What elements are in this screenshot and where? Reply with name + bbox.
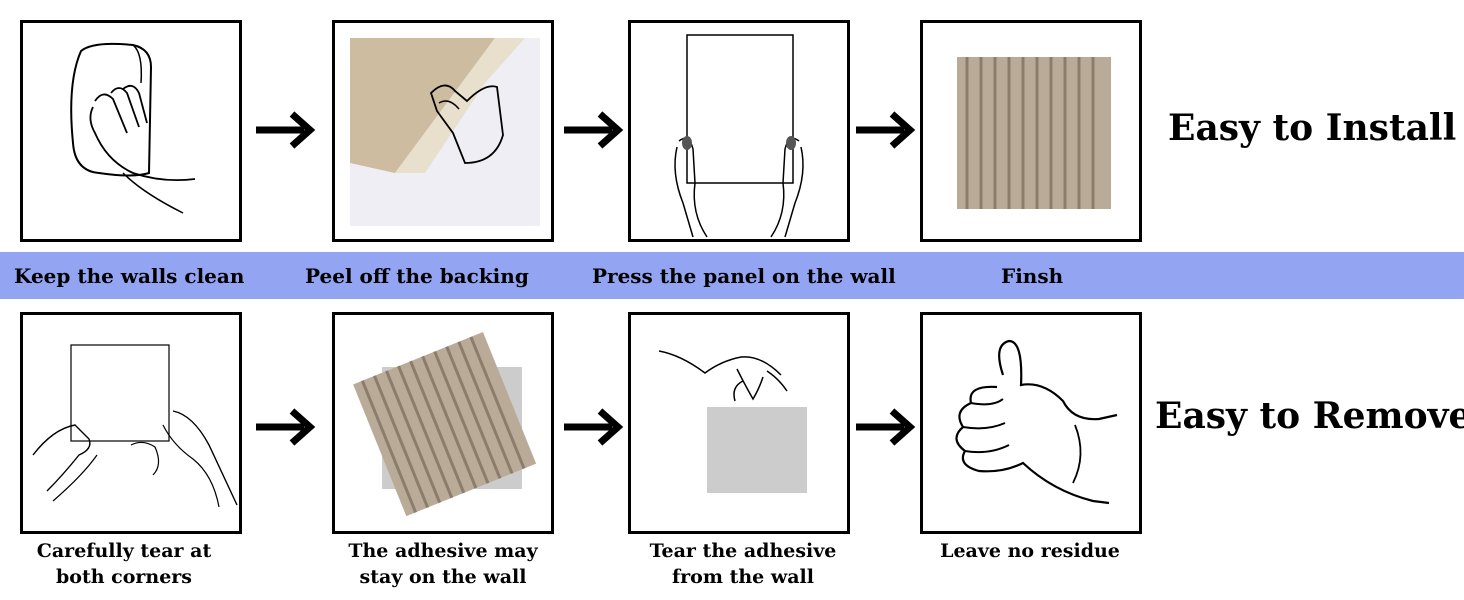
remove-step-4-image <box>920 312 1142 534</box>
install-step-1-image <box>20 20 242 242</box>
thumbs-up-icon <box>955 339 1118 505</box>
right-arrow-icon <box>564 408 624 446</box>
caption-line: from the wall <box>672 566 814 588</box>
install-step-2-label: Peel off the backing <box>305 264 529 288</box>
install-step-4-label: Finsh <box>1001 264 1064 288</box>
right-arrow-icon <box>856 111 916 149</box>
remove-step-4-caption: Leave no residue <box>910 538 1150 564</box>
install-step-3-label: Press the panel on the wall <box>592 264 896 288</box>
right-arrow-icon <box>256 111 316 149</box>
finished-panel-icon <box>957 57 1111 209</box>
remove-step-2-caption: The adhesive may stay on the wall <box>323 538 563 590</box>
caption-line: The adhesive may <box>348 540 538 562</box>
press-panel-icon <box>674 34 804 238</box>
right-arrow-icon <box>564 111 624 149</box>
install-steps-band: Keep the walls clean Peel off the backin… <box>0 252 1464 299</box>
remove-step-2-image <box>332 312 554 534</box>
tear-adhesive-icon <box>658 350 807 493</box>
caption-line: both corners <box>55 566 193 588</box>
install-step-2-image <box>332 20 554 242</box>
peel-backing-icon <box>350 38 540 226</box>
remove-title: Easy to Remove <box>1155 395 1464 437</box>
remove-step-1-caption: Carefully tear at both corners <box>4 538 244 590</box>
install-step-3-image <box>628 20 850 242</box>
right-arrow-icon <box>256 408 316 446</box>
caption-line: Leave no residue <box>940 540 1120 562</box>
caption-line: stay on the wall <box>359 566 527 588</box>
right-arrow-icon <box>856 408 916 446</box>
remove-step-3-image <box>628 312 850 534</box>
caption-line: Tear the adhesive <box>649 540 837 562</box>
install-step-1-label: Keep the walls clean <box>14 264 245 288</box>
install-step-4-image <box>920 20 1142 242</box>
remove-step-1-image <box>20 312 242 534</box>
caption-line: Carefully tear at <box>36 540 212 562</box>
hand-wiping-icon <box>70 42 196 214</box>
adhesive-on-wall-icon <box>353 332 537 517</box>
remove-step-3-caption: Tear the adhesive from the wall <box>623 538 863 590</box>
tear-corners-icon <box>32 344 238 508</box>
install-title: Easy to Install <box>1168 107 1457 149</box>
